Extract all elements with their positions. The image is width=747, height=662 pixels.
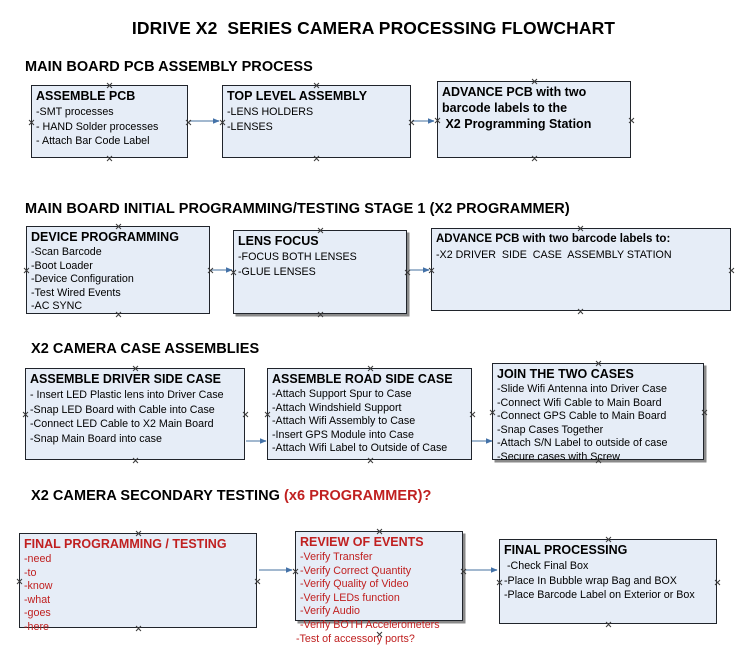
box-line: -Secure cases with Screw: [497, 450, 620, 463]
box-line: -Snap LED Board with Cable into Case: [30, 403, 215, 416]
box-assemble-driver-side-case[interactable]: ASSEMBLE DRIVER SIDE CASE - Insert LED P…: [25, 368, 245, 460]
box-line: -Place Barcode Label on Exterior or Box: [504, 589, 695, 602]
box-line: -Snap Cases Together: [497, 423, 604, 436]
box-device-programming[interactable]: DEVICE PROGRAMMING -Scan Barcode -Boot L…: [26, 226, 210, 314]
box-line: -Connect GPS Cable to Main Board: [497, 410, 667, 423]
box-line: -Attach Wifi Label to Outside of Case: [272, 442, 448, 455]
box-line: -here: [24, 620, 49, 633]
box-final-processing[interactable]: FINAL PROCESSING -Check Final Box -Place…: [499, 539, 717, 624]
box-line: -Place In Bubble wrap Bag and BOX: [504, 574, 677, 587]
box-title: FINAL PROCESSING: [504, 543, 628, 557]
section-heading-3-text: X2 CAMERA CASE ASSEMBLIES: [31, 341, 260, 357]
section-heading-1: MAIN BOARD PCB ASSEMBLY PROCESS: [25, 59, 313, 75]
section-heading-2-text: MAIN BOARD INITIAL PROGRAMMING/TESTING S…: [25, 201, 570, 217]
box-line: -Slide Wifi Antenna into Driver Case: [497, 383, 667, 395]
box-line: -goes: [24, 607, 51, 620]
box-line: -X2 DRIVER SIDE CASE ASSEMBLY STATION: [436, 249, 672, 261]
section-heading-2: MAIN BOARD INITIAL PROGRAMMING/TESTING S…: [25, 201, 570, 217]
box-title: REVIEW OF EVENTS: [300, 535, 424, 549]
section-heading-4-accent: (x6 PROGRAMMER)?: [284, 488, 432, 504]
box-title: ADVANCE PCB with two: [442, 85, 587, 99]
box-line: -AC SYNC: [31, 300, 83, 313]
box-title: LENS FOCUS: [238, 234, 319, 248]
box-line: -Verify LEDs function: [300, 591, 400, 604]
box-line: - HAND Solder processes: [36, 120, 159, 133]
box-title: ADVANCE PCB with two barcode labels to:: [436, 233, 671, 245]
box-title: ASSEMBLE ROAD SIDE CASE: [272, 372, 453, 386]
box-line: -LENSES: [227, 120, 273, 133]
box-line: -Attach Windshield Support: [272, 401, 402, 414]
box-line: -Verify BOTH Accelerometers: [300, 618, 440, 631]
section-heading-1-text: MAIN BOARD PCB ASSEMBLY PROCESS: [25, 59, 313, 75]
box-title: ASSEMBLE DRIVER SIDE CASE: [30, 372, 222, 386]
box-line: - Insert LED Plastic lens into Driver Ca…: [30, 389, 224, 401]
section-heading-4: X2 CAMERA SECONDARY TESTING (x6 PROGRAMM…: [31, 488, 431, 504]
box-line: -Insert GPS Module into Case: [272, 428, 414, 441]
box-line: -GLUE LENSES: [238, 265, 316, 278]
box-line: -Verify Quality of Video: [300, 578, 409, 591]
box-line: -Boot Loader: [31, 259, 93, 272]
box-lens-focus[interactable]: LENS FOCUS -FOCUS BOTH LENSES -GLUE LENS…: [233, 230, 407, 314]
box-line: -what: [24, 593, 51, 606]
box-line: -FOCUS BOTH LENSES: [238, 251, 357, 263]
box-line: -Attach Support Spur to Case: [272, 388, 412, 400]
box-review-of-events[interactable]: REVIEW OF EVENTS -Verify Transfer -Verif…: [295, 531, 463, 645]
box-line-overflow: -Test of accessory ports?: [296, 632, 415, 645]
box-assemble-pcb[interactable]: ASSEMBLE PCB -SMT processes - HAND Solde…: [31, 85, 188, 158]
box-line: -Verify Transfer: [300, 551, 373, 563]
box-line: -need: [24, 553, 52, 565]
box-advance-pcb-to-programming-station[interactable]: ADVANCE PCB with two barcode labels to t…: [437, 81, 631, 158]
box-line: -Snap Main Board into case: [30, 432, 162, 445]
box-line: -Test Wired Events: [31, 286, 121, 299]
box-line: -LENS HOLDERS: [227, 106, 314, 118]
box-title: DEVICE PROGRAMMING: [31, 230, 179, 244]
page-title: IDRIVE X2 SERIES CAMERA PROCESSING FLOWC…: [131, 18, 616, 38]
box-line: -Device Configuration: [31, 273, 134, 286]
section-heading-3: X2 CAMERA CASE ASSEMBLIES: [31, 341, 259, 357]
box-title-line3: X2 Programming Station: [442, 117, 592, 131]
box-line: -Verify Audio: [300, 605, 361, 618]
box-line: -Scan Barcode: [31, 246, 102, 258]
box-line: -to: [24, 566, 37, 579]
box-line: - Attach Bar Code Label: [36, 135, 150, 148]
box-title: JOIN THE TWO CASES: [497, 367, 634, 381]
box-top-level-assembly[interactable]: TOP LEVEL ASSEMBLY -LENS HOLDERS -LENSES: [222, 85, 411, 158]
box-assemble-road-side-case[interactable]: ASSEMBLE ROAD SIDE CASE -Attach Support …: [267, 368, 472, 460]
box-title-line2: barcode labels to the: [442, 101, 568, 115]
box-title: FINAL PROGRAMMING / TESTING: [24, 537, 227, 551]
box-line: -Check Final Box: [504, 560, 589, 572]
box-line: -SMT processes: [36, 106, 114, 118]
box-final-programming-testing[interactable]: FINAL PROGRAMMING / TESTING -need -to -k…: [19, 533, 257, 633]
box-line: -Verify Correct Quantity: [300, 564, 412, 577]
box-line: -Connect Wifi Cable to Main Board: [497, 396, 662, 409]
section-heading-4-text: X2 CAMERA SECONDARY TESTING: [31, 488, 285, 504]
box-line: -know: [24, 580, 53, 593]
box-advance-pcb-to-driver-side-station[interactable]: ADVANCE PCB with two barcode labels to: …: [431, 228, 731, 311]
box-line: -Attach Wifi Assembly to Case: [272, 415, 416, 428]
box-line: -Attach S/N Label to outside of case: [497, 437, 668, 450]
box-line: -Connect LED Cable to X2 Main Board: [30, 418, 214, 431]
box-title: ASSEMBLE PCB: [36, 89, 136, 103]
box-join-the-two-cases[interactable]: JOIN THE TWO CASES -Slide Wifi Antenna i…: [492, 363, 704, 463]
box-title: TOP LEVEL ASSEMBLY: [227, 89, 368, 103]
